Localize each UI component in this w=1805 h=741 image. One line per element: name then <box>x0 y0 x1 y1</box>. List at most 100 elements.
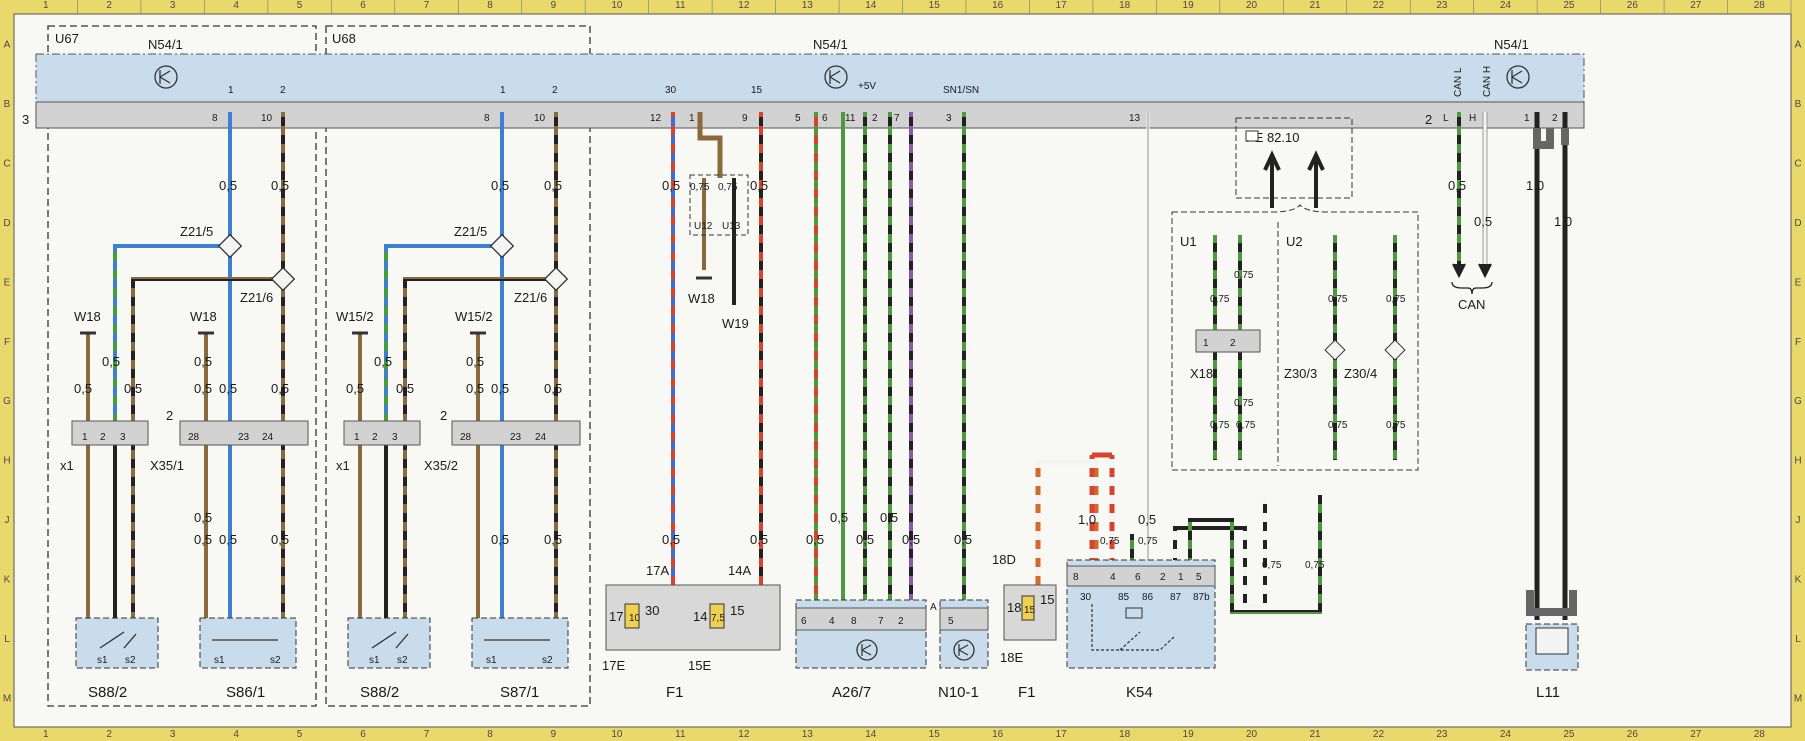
ground-label: W18 <box>190 309 217 324</box>
wire-size: 0,75 <box>1210 294 1230 305</box>
bus-pin-label: 15 <box>751 85 763 96</box>
connector-x35-2 <box>451 420 581 446</box>
grid-row-label: H <box>3 456 10 467</box>
splice-icon <box>217 233 243 259</box>
connector-pin: 24 <box>262 432 274 443</box>
connector-x1 <box>343 420 421 446</box>
u1-label: U1 <box>1180 234 1197 249</box>
k54-pin: 86 <box>1142 592 1154 603</box>
grid-column-label: 1 <box>43 0 49 11</box>
l11-shield <box>1526 590 1577 616</box>
n54-bus-module <box>35 53 1585 103</box>
switch-s87-1 <box>471 617 569 669</box>
wire-size: 0,5 <box>396 381 414 396</box>
bus-pin-label: 1 <box>689 113 695 124</box>
connector-label: x1 <box>60 458 74 473</box>
connector-label: x1 <box>336 458 350 473</box>
pe-label: PE 82.10 <box>1246 130 1300 145</box>
a26-pin: 2 <box>898 616 904 627</box>
grid-column-label: 17 <box>1056 0 1068 11</box>
wire-size: 0,5 <box>271 532 289 547</box>
wire-size: 0,75 <box>690 182 710 193</box>
fuse-icon <box>624 603 640 629</box>
k54-connector <box>1066 565 1216 587</box>
wire-size: 0,75 <box>1138 536 1158 547</box>
transistor-icon <box>824 65 848 89</box>
a-tag: A <box>930 602 937 613</box>
grid-column-label: 8 <box>487 0 493 11</box>
grid-row-label: K <box>4 574 11 585</box>
grid-column-label: 17 <box>1056 729 1068 740</box>
grid-row-label: M <box>3 693 11 704</box>
connector-pin: 24 <box>535 432 547 443</box>
wire-size: 0,5 <box>544 532 562 547</box>
wire-size: 1,0 <box>1554 214 1572 229</box>
splice-label: Z21/6 <box>240 290 273 305</box>
grid-column-label: 5 <box>297 0 303 11</box>
wire-size: 0,75 <box>1305 560 1325 571</box>
switch-contact-label: s1 <box>486 655 497 666</box>
n10-pin: 5 <box>948 616 954 627</box>
grid-column-label: 10 <box>611 0 623 11</box>
grid-row-label: A <box>1795 40 1802 51</box>
grid-column-label: 21 <box>1309 0 1321 11</box>
switch-s88-2 <box>347 617 431 669</box>
fuse-pin: 15 <box>730 603 744 618</box>
bus-pin-label: 10 <box>534 113 546 124</box>
transistor-icon <box>953 639 975 661</box>
wire-size: 1,0 <box>1078 512 1096 527</box>
connector-x35-1 <box>179 420 309 446</box>
a26-pin: 4 <box>829 616 835 627</box>
grid-column-label: 18 <box>1119 729 1131 740</box>
grid-column-label: 23 <box>1436 729 1448 740</box>
grid-row-label: B <box>4 99 11 110</box>
u67-wires <box>80 112 285 640</box>
wire-size: 0,5 <box>219 532 237 547</box>
grid-column-label: 1 <box>43 729 49 740</box>
bus-pin-label: 5 <box>795 113 801 124</box>
grid-row-label: D <box>1794 218 1801 229</box>
grid-column-label: 16 <box>992 0 1004 11</box>
module-label: K54 <box>1126 684 1153 701</box>
bus-pin-label: 2 <box>280 85 286 96</box>
grid-column-label: 18 <box>1119 0 1131 11</box>
wire-size: 0,5 <box>830 510 848 525</box>
grid-column-label: 26 <box>1627 0 1639 11</box>
bus-pin-label: 1 <box>500 85 506 96</box>
grid-row-label: K <box>1795 574 1802 585</box>
bus-side-number: 3 <box>22 112 29 127</box>
grid-row-label: H <box>1794 456 1801 467</box>
bus-plus5v-label: +5V <box>858 81 876 92</box>
connector-pin: 1 <box>82 432 88 443</box>
wire-size: 0,75 <box>1386 420 1406 431</box>
splice-label: Z21/5 <box>454 224 487 239</box>
connector-label: X35/1 <box>150 458 184 473</box>
u68-wire-sizes: 0,5 0,5 0,5 0,5 0,5 0,5 0,5 0,5 0,5 0,5 … <box>346 178 562 547</box>
bus-pin-label: CAN H <box>1482 66 1493 97</box>
f18-wire <box>1035 459 1099 590</box>
grid-row-label: D <box>3 218 10 229</box>
connector-prefix: 2 <box>440 408 447 423</box>
ground-label: W19 <box>722 316 749 331</box>
ground-label: W15/2 <box>455 309 493 324</box>
switch-label: S88/2 <box>360 684 399 701</box>
wire-size: 0,5 <box>194 510 212 525</box>
grid-column-label: 28 <box>1754 0 1766 11</box>
wire-size: 0,5 <box>491 178 509 193</box>
fuse-rating: 10 <box>629 613 641 624</box>
grid-column-label: 2 <box>106 0 112 11</box>
k54-pin: 8 <box>1073 572 1079 583</box>
fuse-rating: 7,5 <box>711 613 725 624</box>
u67-wire-sizes: 0,5 0,5 0,5 0,5 0,5 0,5 0,5 0,5 0,5 0,5 … <box>74 178 289 547</box>
n54-label-left: N54/1 <box>148 37 183 52</box>
fuse-block-f1 <box>605 584 781 651</box>
k54-pin: 85 <box>1118 592 1130 603</box>
connector-prefix: 2 <box>166 408 173 423</box>
wire-size: 0,5 <box>806 532 824 547</box>
wire-size: 0,75 <box>1386 294 1406 305</box>
fuse-pin: 18 <box>1007 600 1021 615</box>
wire-size: 0,75 <box>1234 398 1254 409</box>
wire-size: 0,75 <box>718 182 738 193</box>
grid-row-label: C <box>3 159 10 170</box>
